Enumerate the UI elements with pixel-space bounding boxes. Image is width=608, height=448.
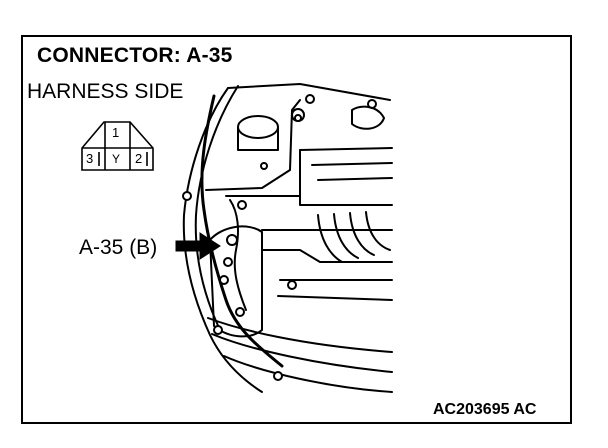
diagram-title: CONNECTOR: A-35	[37, 44, 233, 67]
connector-pin-3: 3	[86, 151, 94, 166]
connector-wire-color: Y	[112, 152, 121, 166]
connector-pin-1: 1	[112, 125, 120, 140]
view-label: HARNESS SIDE	[27, 80, 186, 104]
connector-pin-2: 2	[135, 151, 143, 166]
figure-id: AC203695 AC	[433, 401, 537, 418]
connector-callout-label: A-35 (B)	[79, 236, 158, 259]
